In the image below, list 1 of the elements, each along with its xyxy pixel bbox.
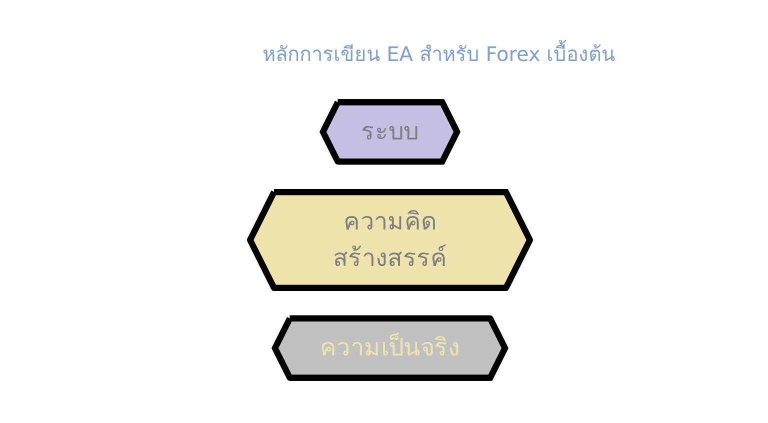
- title: หลักการเขียน EA สำหรับ Forex เบื้องต้น: [0, 38, 768, 70]
